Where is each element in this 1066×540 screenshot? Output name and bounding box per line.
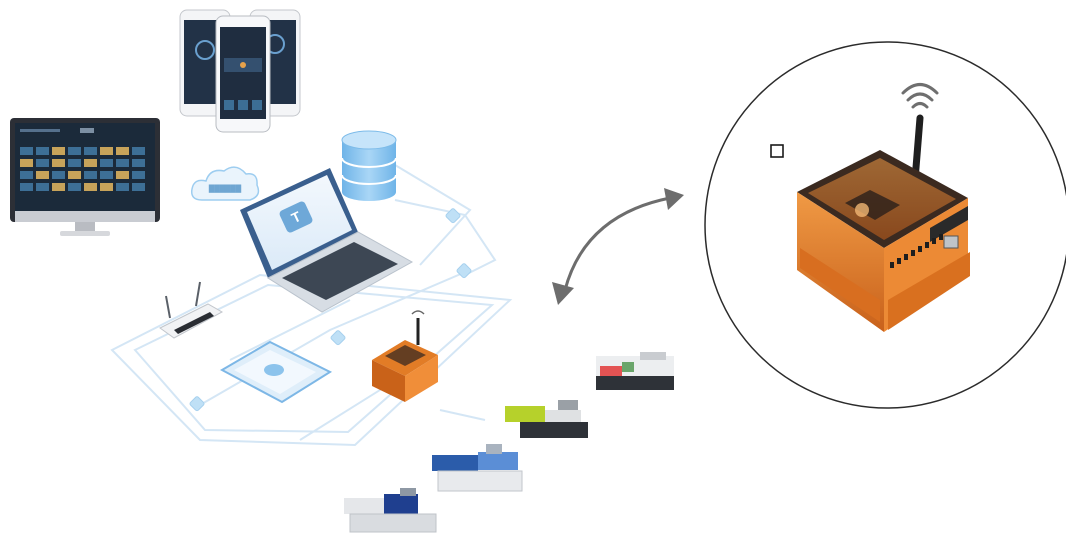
injection-molding-machine-icon: [344, 488, 437, 533]
tablet-icon: [219, 340, 333, 404]
plc-controller-large: [797, 150, 970, 332]
network-node: [330, 330, 346, 346]
database-icon: [341, 130, 397, 201]
laptop-app-icon: T: [279, 201, 313, 233]
terminal-block: [890, 234, 943, 268]
network-nodes: [189, 208, 472, 412]
laptop-icon: T: [240, 168, 414, 313]
injection-molding-machine-icon: [505, 400, 588, 438]
bidirectional-arrow-icon: [552, 188, 684, 305]
injection-molding-machines: [344, 352, 674, 533]
dashboard-tiles: [20, 147, 145, 191]
cloud-icon: ██████: [190, 166, 260, 201]
desktop-monitor-icon: [10, 118, 160, 236]
injection-molding-machine-icon: [596, 352, 674, 390]
cloud-label: ██████: [208, 184, 242, 193]
ethernet-port: [943, 235, 959, 249]
smartphone-icon: [179, 9, 301, 133]
wifi-signal-icon: [901, 83, 939, 109]
network-node: [445, 208, 461, 224]
plc-controller-icon: [372, 310, 438, 402]
network-node: [456, 263, 472, 279]
frame-marker: [770, 144, 784, 158]
injection-molding-machine-icon: [432, 444, 523, 492]
router-icon: [159, 281, 224, 339]
network-node: [189, 396, 205, 412]
device-zoom-circle: [704, 41, 1066, 409]
